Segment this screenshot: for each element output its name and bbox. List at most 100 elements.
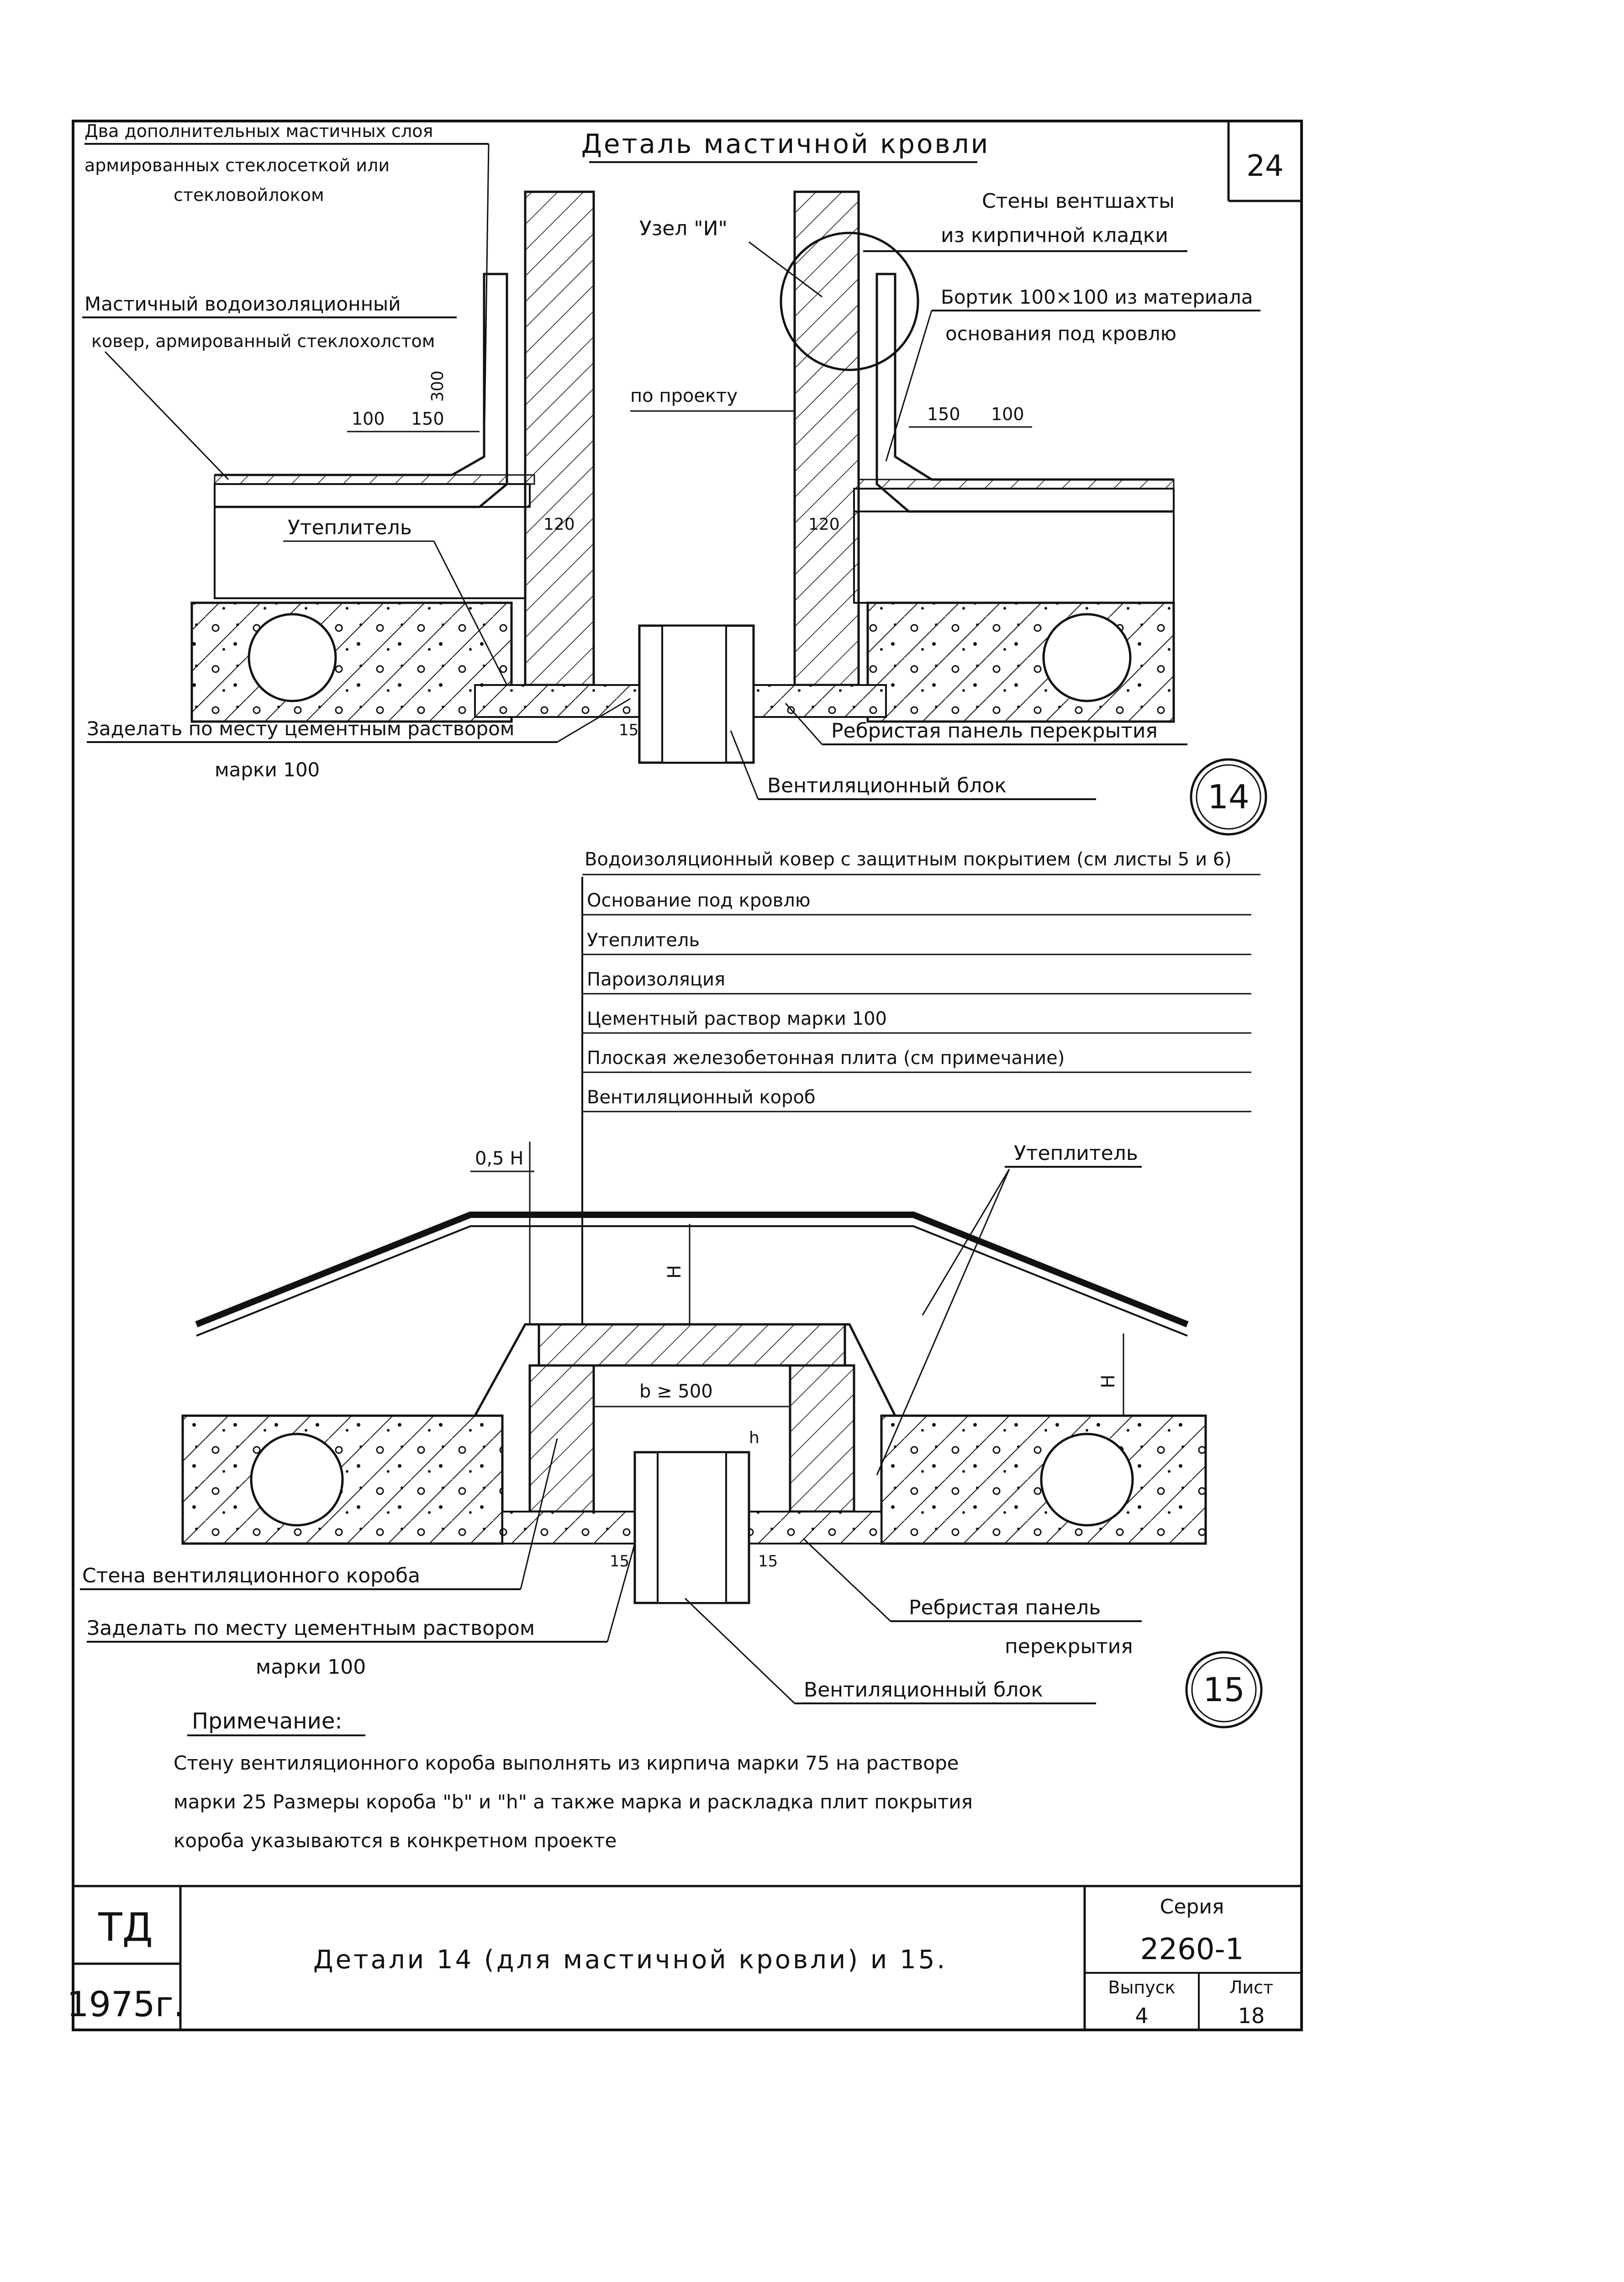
d15-box-wall-right — [789, 1364, 855, 1513]
d14-label-insulation: Утеплитель — [288, 516, 412, 539]
d14-dim-150-left: 150 — [411, 409, 444, 429]
note-title: Примечание: — [192, 1708, 343, 1734]
d14-label-two-layers-1: Два дополнительных мастичных слоя — [84, 121, 433, 141]
d14-hollow-right — [1042, 613, 1132, 702]
legend-item-5: Плоская железобетонная плита (см примеча… — [587, 1048, 1065, 1069]
d14-mark-circle — [1190, 758, 1267, 836]
d14-mark: 14 — [1207, 778, 1250, 816]
d14-label-carpet-2: ковер, армированный стеклохолстом — [91, 331, 435, 351]
d15-label-insulation: Утеплитель — [1014, 1142, 1138, 1165]
d14-base-left — [214, 483, 531, 508]
tb-year: 1975г. — [67, 1984, 185, 2024]
d14-hollow-left — [248, 613, 337, 702]
d14-base-right — [853, 488, 1175, 512]
d14-upturn-left — [215, 273, 508, 508]
d14-leader-two-layers-diag — [483, 143, 490, 457]
d14-dim-100-left: 100 — [352, 409, 385, 429]
d14-carpet-right — [858, 479, 1175, 490]
d15-roof-carpet-inner — [196, 1225, 1188, 1337]
detail-15: Утеплитель 0,5 H H H b ≥ 500 h 15 15 Сте… — [80, 1142, 1263, 1729]
d15-leader-seal-diag — [606, 1543, 636, 1642]
legend-item-1: Основание под кровлю — [587, 890, 811, 911]
legend-item-3: Пароизоляция — [587, 969, 725, 990]
d14-dim-100-right: 100 — [991, 404, 1024, 424]
d15-label-seal-2: марки 100 — [256, 1655, 366, 1679]
d15-label-vent-block: Вентиляционный блок — [804, 1678, 1043, 1702]
d14-upturn-right — [875, 273, 1174, 513]
d15-dim-15-right: 15 — [758, 1552, 778, 1571]
d14-label-carpet-1: Мастичный водоизоляционный — [84, 293, 401, 315]
detail-14: Два дополнительных мастичных слоя армиро… — [82, 121, 1267, 836]
d15-dim-half-h: 0,5 H — [475, 1148, 523, 1169]
d15-leader-panel-diag — [803, 1538, 891, 1622]
d14-label-two-layers-3: стекловойлоком — [174, 185, 324, 205]
tb-issue-label: Выпуск — [1108, 1977, 1175, 1997]
d15-dim-h-right: H — [1098, 1375, 1119, 1388]
d15-dim-h-small: h — [749, 1428, 759, 1447]
d14-leader-insulation-diag — [433, 541, 508, 685]
d14-label-panel: Ребристая панель перекрытия — [831, 719, 1158, 743]
d14-leader-node — [749, 241, 823, 298]
tb-sheet-label: Лист — [1229, 1977, 1273, 1997]
d14-label-per-project: по проекту — [630, 385, 738, 406]
d14-dim-15: 15 — [619, 721, 638, 739]
d15-mark-circle — [1185, 1651, 1263, 1729]
d14-dim-120-left: 120 — [543, 515, 575, 534]
d14-label-vent-block: Вентиляционный блок — [767, 774, 1007, 797]
d15-leader-insulation-b — [876, 1169, 1010, 1476]
d15-label-panel-1: Ребристая панель — [909, 1596, 1101, 1619]
d15-leader-vent-block-diag — [684, 1597, 796, 1704]
layer-legend: Водоизоляционный ковер с защитным покрыт… — [581, 849, 1260, 1324]
d15-box-wall-left — [528, 1364, 595, 1513]
tb-series-label: Серия — [1160, 1895, 1224, 1918]
d14-dim-300: 300 — [428, 370, 447, 402]
d14-vent-channel — [661, 625, 727, 764]
d15-mark: 15 — [1203, 1671, 1245, 1709]
d15-mark-circle-inner — [1191, 1657, 1257, 1723]
d15-hollow-left — [250, 1433, 344, 1527]
d14-label-curb-1: Бортик 100×100 из материала — [941, 286, 1253, 308]
d14-leader-vent-block-diag — [730, 730, 759, 800]
d15-dim-15-left: 15 — [610, 1552, 629, 1571]
d15-label-wall: Стена вентиляционного короба — [82, 1564, 420, 1587]
note-block: Примечание: Стену вентиляционного короба… — [174, 1708, 973, 1852]
tb-sheet-value: 18 — [1238, 2003, 1265, 2028]
d14-carpet-left — [214, 474, 535, 485]
title-block: ТД 1975г. Детали 14 (для мастичной кровл… — [67, 1885, 1302, 2030]
legend-item-4: Цементный раствор марки 100 — [587, 1008, 887, 1029]
d15-dim-b: b ≥ 500 — [639, 1381, 713, 1402]
d15-leader-insulation-a — [922, 1169, 1010, 1316]
page-number: 24 — [1246, 149, 1283, 183]
legend-item-0: Водоизоляционный ковер с защитным покрыт… — [585, 849, 1232, 870]
d15-vent-channel — [657, 1451, 727, 1604]
d14-node-circle — [780, 232, 919, 371]
d14-panel-left — [190, 601, 513, 723]
d15-leader-wall-diag — [520, 1438, 558, 1590]
d14-leader-seal-diag — [557, 698, 631, 743]
sheet-frame — [72, 120, 1303, 2031]
d14-dim-120-right: 120 — [808, 515, 840, 534]
tb-issue-value: 4 — [1135, 2003, 1148, 2028]
legend-item-6: Вентиляционный короб — [587, 1087, 816, 1108]
d14-mark-circle-inner — [1196, 764, 1261, 830]
d14-leader-curb-diag — [885, 310, 933, 462]
d14-label-node: Узел "И" — [639, 217, 728, 240]
d14-leader-panel-diag — [785, 703, 823, 745]
d15-label-seal-1: Заделать по месту цементным раствором — [87, 1617, 535, 1640]
d14-shaft-wall-left — [524, 190, 595, 686]
d14-label-seal-1: Заделать по месту цементным раствором — [87, 717, 514, 740]
d14-shaft-wall-right — [793, 190, 860, 686]
d14-dim-150-right: 150 — [927, 404, 960, 424]
d14-leader-carpet-diag — [104, 351, 229, 480]
d14-label-two-layers-2: армированных стеклосеткой или — [84, 155, 390, 175]
d14-label-seal-2: марки 100 — [215, 759, 320, 781]
note-line-3: короба указываются в конкретном проекте — [174, 1829, 617, 1852]
note-line-2: марки 25 Размеры короба "b" и "h" а такж… — [174, 1791, 973, 1813]
d15-dim-h-top: H — [664, 1265, 685, 1279]
d15-hollow-right — [1040, 1433, 1134, 1527]
legend-item-2: Утеплитель — [587, 930, 700, 951]
top-title: Деталь мастичной кровли — [581, 128, 990, 159]
tb-series-value: 2260-1 — [1140, 1933, 1244, 1966]
tb-drawing-title: Детали 14 (для мастичной кровли) и 15. — [313, 1945, 947, 1975]
d15-box-slab — [538, 1323, 846, 1367]
